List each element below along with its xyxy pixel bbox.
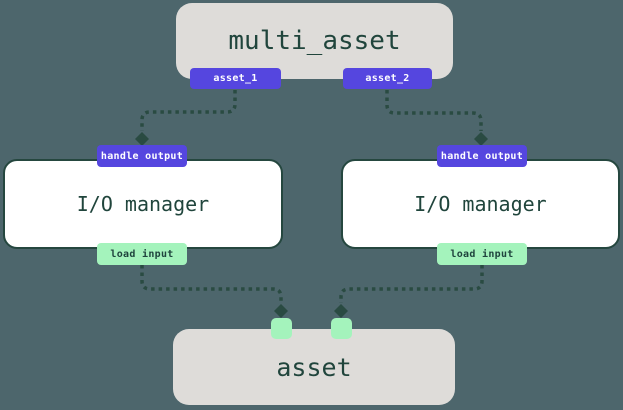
asset-label: asset — [276, 352, 352, 382]
load-input-badge-right: load input — [437, 243, 527, 265]
connector-asset2-to-handle-output — [385, 90, 483, 131]
diamond-arrowhead-icon — [334, 304, 348, 318]
multi-asset-label: multi_asset — [228, 26, 401, 56]
io-manager-node-left: I/O manager — [3, 159, 283, 249]
load-input-badge-left-label: load input — [110, 248, 174, 260]
io-manager-right-label: I/O manager — [414, 192, 547, 216]
handle-output-badge-right: handle output — [437, 145, 527, 167]
output-badge-asset-1: asset_1 — [190, 68, 281, 89]
diamond-arrowhead-icon — [135, 132, 149, 146]
output-badge-asset-2-label: asset_2 — [365, 73, 410, 84]
asset-node: asset — [173, 329, 455, 405]
connector-asset1-to-handle-output — [140, 90, 237, 131]
diamond-arrowhead-icon — [274, 304, 288, 318]
diamond-arrowhead-icon — [474, 132, 488, 146]
connector-load-input-to-asset-left — [140, 265, 283, 303]
multi-asset-node: multi_asset — [176, 3, 453, 79]
handle-output-badge-left: handle output — [97, 145, 187, 167]
handle-output-badge-left-label: handle output — [100, 150, 184, 162]
load-input-badge-right-label: load input — [450, 248, 514, 260]
connector-load-input-to-asset-right — [339, 265, 484, 303]
output-badge-asset-1-label: asset_1 — [213, 73, 258, 84]
io-manager-node-right: I/O manager — [341, 159, 620, 249]
io-manager-left-label: I/O manager — [76, 192, 210, 216]
handle-output-badge-right-label: handle output — [440, 150, 524, 162]
load-input-badge-left: load input — [97, 243, 187, 265]
asset-input-port-icon — [271, 318, 292, 339]
output-badge-asset-2: asset_2 — [343, 68, 432, 89]
asset-input-port-icon — [331, 318, 352, 339]
